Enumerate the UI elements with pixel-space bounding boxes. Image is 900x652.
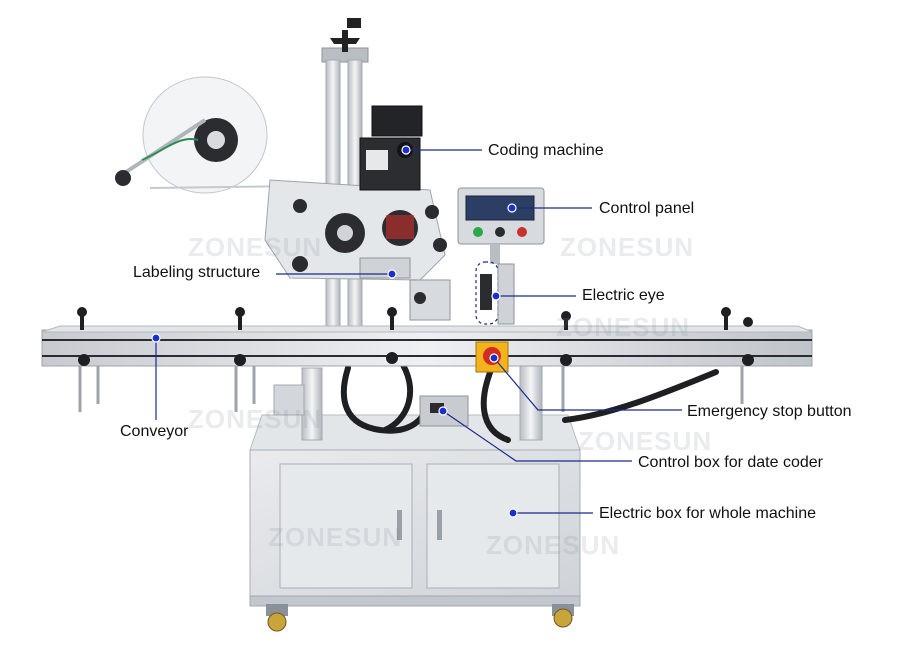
- callout-leaders: [155, 149, 682, 514]
- caster-wheels: [266, 604, 574, 632]
- label-electric-eye: Electric eye: [582, 287, 665, 304]
- label-electric-box: Electric box for whole machine: [599, 505, 816, 522]
- watermark-1: ZONESUN: [188, 232, 323, 262]
- label-coding-machine: Coding machine: [488, 142, 604, 159]
- dot-control-box: [438, 406, 448, 416]
- conveyor-belt: [41, 325, 813, 367]
- coding-machine-unit: [359, 105, 423, 191]
- electric-box-cabinet: [249, 414, 581, 607]
- label-control-panel: Control panel: [599, 200, 695, 217]
- watermark-6: ZONESUN: [486, 530, 621, 560]
- label-labeling-structure: Labeling structure: [133, 264, 261, 281]
- label-control-box: Control box for date coder: [638, 454, 823, 471]
- watermark-7: ZONESUN: [556, 312, 691, 342]
- watermark-4: ZONESUN: [578, 426, 713, 456]
- dot-conveyor: [151, 333, 161, 343]
- leader-emergency-stop: [493, 357, 682, 411]
- dot-labeling-structure: [387, 269, 397, 279]
- dot-control-panel: [507, 203, 517, 213]
- emergency-stop-unit: [475, 341, 509, 373]
- label-reel: [115, 76, 301, 194]
- dot-electric-eye: [491, 291, 501, 301]
- control-panel-unit: [457, 187, 545, 264]
- leader-control-box: [442, 410, 632, 462]
- dot-emergency-stop: [489, 353, 499, 363]
- callout-dots: [151, 145, 518, 518]
- watermark-3: ZONESUN: [188, 404, 323, 434]
- labeling-head: [264, 179, 451, 321]
- support-frame: [273, 359, 543, 441]
- watermark-5: ZONESUN: [268, 522, 403, 552]
- label-conveyor: Conveyor: [120, 423, 189, 440]
- electric-eye-sensor: [475, 261, 515, 325]
- dot-coding-machine: [401, 145, 411, 155]
- dot-electric-box: [508, 508, 518, 518]
- label-emergency-stop: Emergency stop button: [687, 403, 852, 420]
- conveyor-guide-knobs: [77, 307, 754, 366]
- watermark-2: ZONESUN: [560, 232, 695, 262]
- conveyor-rods: [78, 366, 744, 412]
